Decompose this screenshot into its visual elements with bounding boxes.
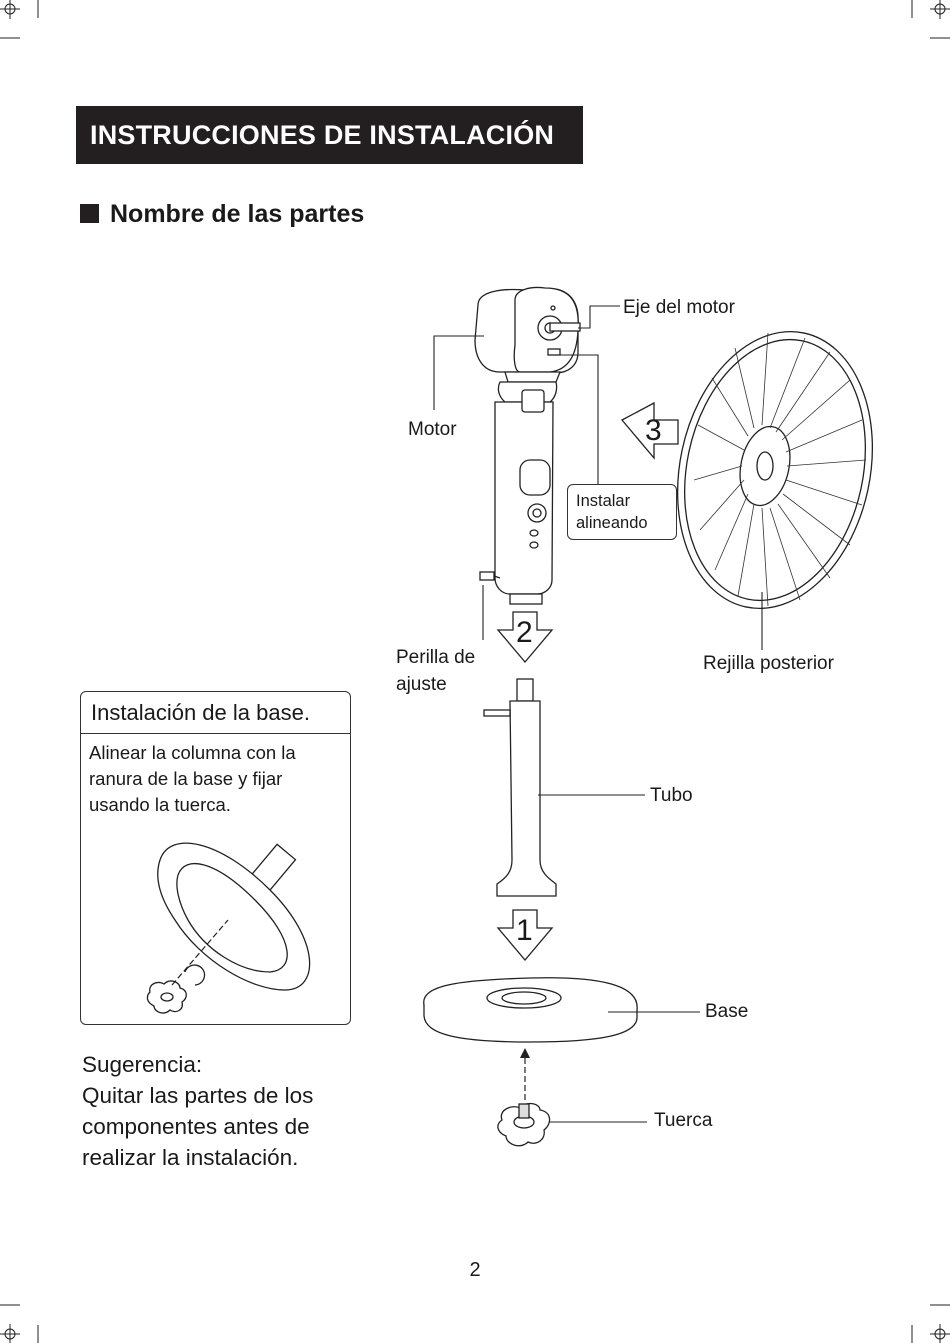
- step-1-arrow: [496, 909, 554, 962]
- label-motor: Motor: [408, 419, 457, 440]
- column-illustration: [479, 381, 558, 605]
- label-tubo: Tubo: [650, 785, 693, 806]
- base-install-title: Instalación de la base.: [81, 692, 350, 734]
- step-2-number: 2: [516, 616, 533, 649]
- section-heading: Nombre de las partes: [80, 200, 364, 229]
- tip-line-1: Sugerencia:: [82, 1052, 203, 1077]
- step-3-arrow: [620, 401, 679, 460]
- align-callout: Instalar alineando: [567, 484, 677, 540]
- base-install-line-3: usando la tuerca.: [89, 794, 231, 815]
- label-tuerca: Tuerca: [654, 1110, 713, 1131]
- tip-line-4: realizar la instalación.: [82, 1145, 299, 1170]
- align-line-2: alineando: [576, 514, 648, 532]
- perilla-line-2: ajuste: [396, 674, 447, 695]
- rear-grill-illustration: [676, 330, 874, 610]
- base-detail-guide: [171, 919, 229, 986]
- base-install-line-1: Alinear la columna con la: [89, 742, 296, 763]
- base-install-box: Instalación de la base. Alinear la colum…: [80, 691, 351, 1025]
- motor-illustration: [474, 286, 581, 383]
- step-1-number: 1: [516, 914, 533, 947]
- tube-illustration: [483, 678, 557, 897]
- base-detail-illustration: [146, 842, 311, 1014]
- leader-eje: [578, 305, 620, 329]
- label-eje-motor: Eje del motor: [623, 297, 735, 318]
- tip-line-3: componentes antes de: [82, 1114, 310, 1139]
- nut-illustration: [497, 1102, 551, 1147]
- nut-guide-arrowhead: [520, 1048, 530, 1058]
- tip-line-2: Quitar las partes de los: [82, 1083, 314, 1108]
- page-number: 2: [469, 1259, 481, 1281]
- step-3-number: 3: [645, 414, 662, 447]
- label-rejilla: Rejilla posterior: [703, 653, 834, 674]
- label-perilla: Perilla de ajuste: [396, 644, 475, 698]
- align-line-1: Instalar: [576, 492, 631, 510]
- section-title: Nombre de las partes: [110, 200, 365, 228]
- leader-instalar: [560, 354, 599, 484]
- grill-spokes: [693, 332, 867, 607]
- leader-motor: [433, 335, 484, 410]
- page-banner: INSTRUCCIONES DE INSTALACIÓN: [76, 106, 583, 164]
- step-2-arrow: [496, 611, 554, 664]
- label-base: Base: [705, 1001, 749, 1022]
- base-illustration: [423, 977, 638, 1043]
- base-install-body: Alinear la columna con la ranura de la b…: [81, 734, 350, 818]
- square-bullet-icon: [80, 204, 99, 223]
- tip-block: Sugerencia: Quitar las partes de los com…: [82, 1049, 313, 1173]
- perilla-line-1: Perilla de: [396, 647, 476, 668]
- rotate-arrow: [184, 964, 206, 986]
- base-install-line-2: ranura de la base y fijar: [89, 768, 283, 789]
